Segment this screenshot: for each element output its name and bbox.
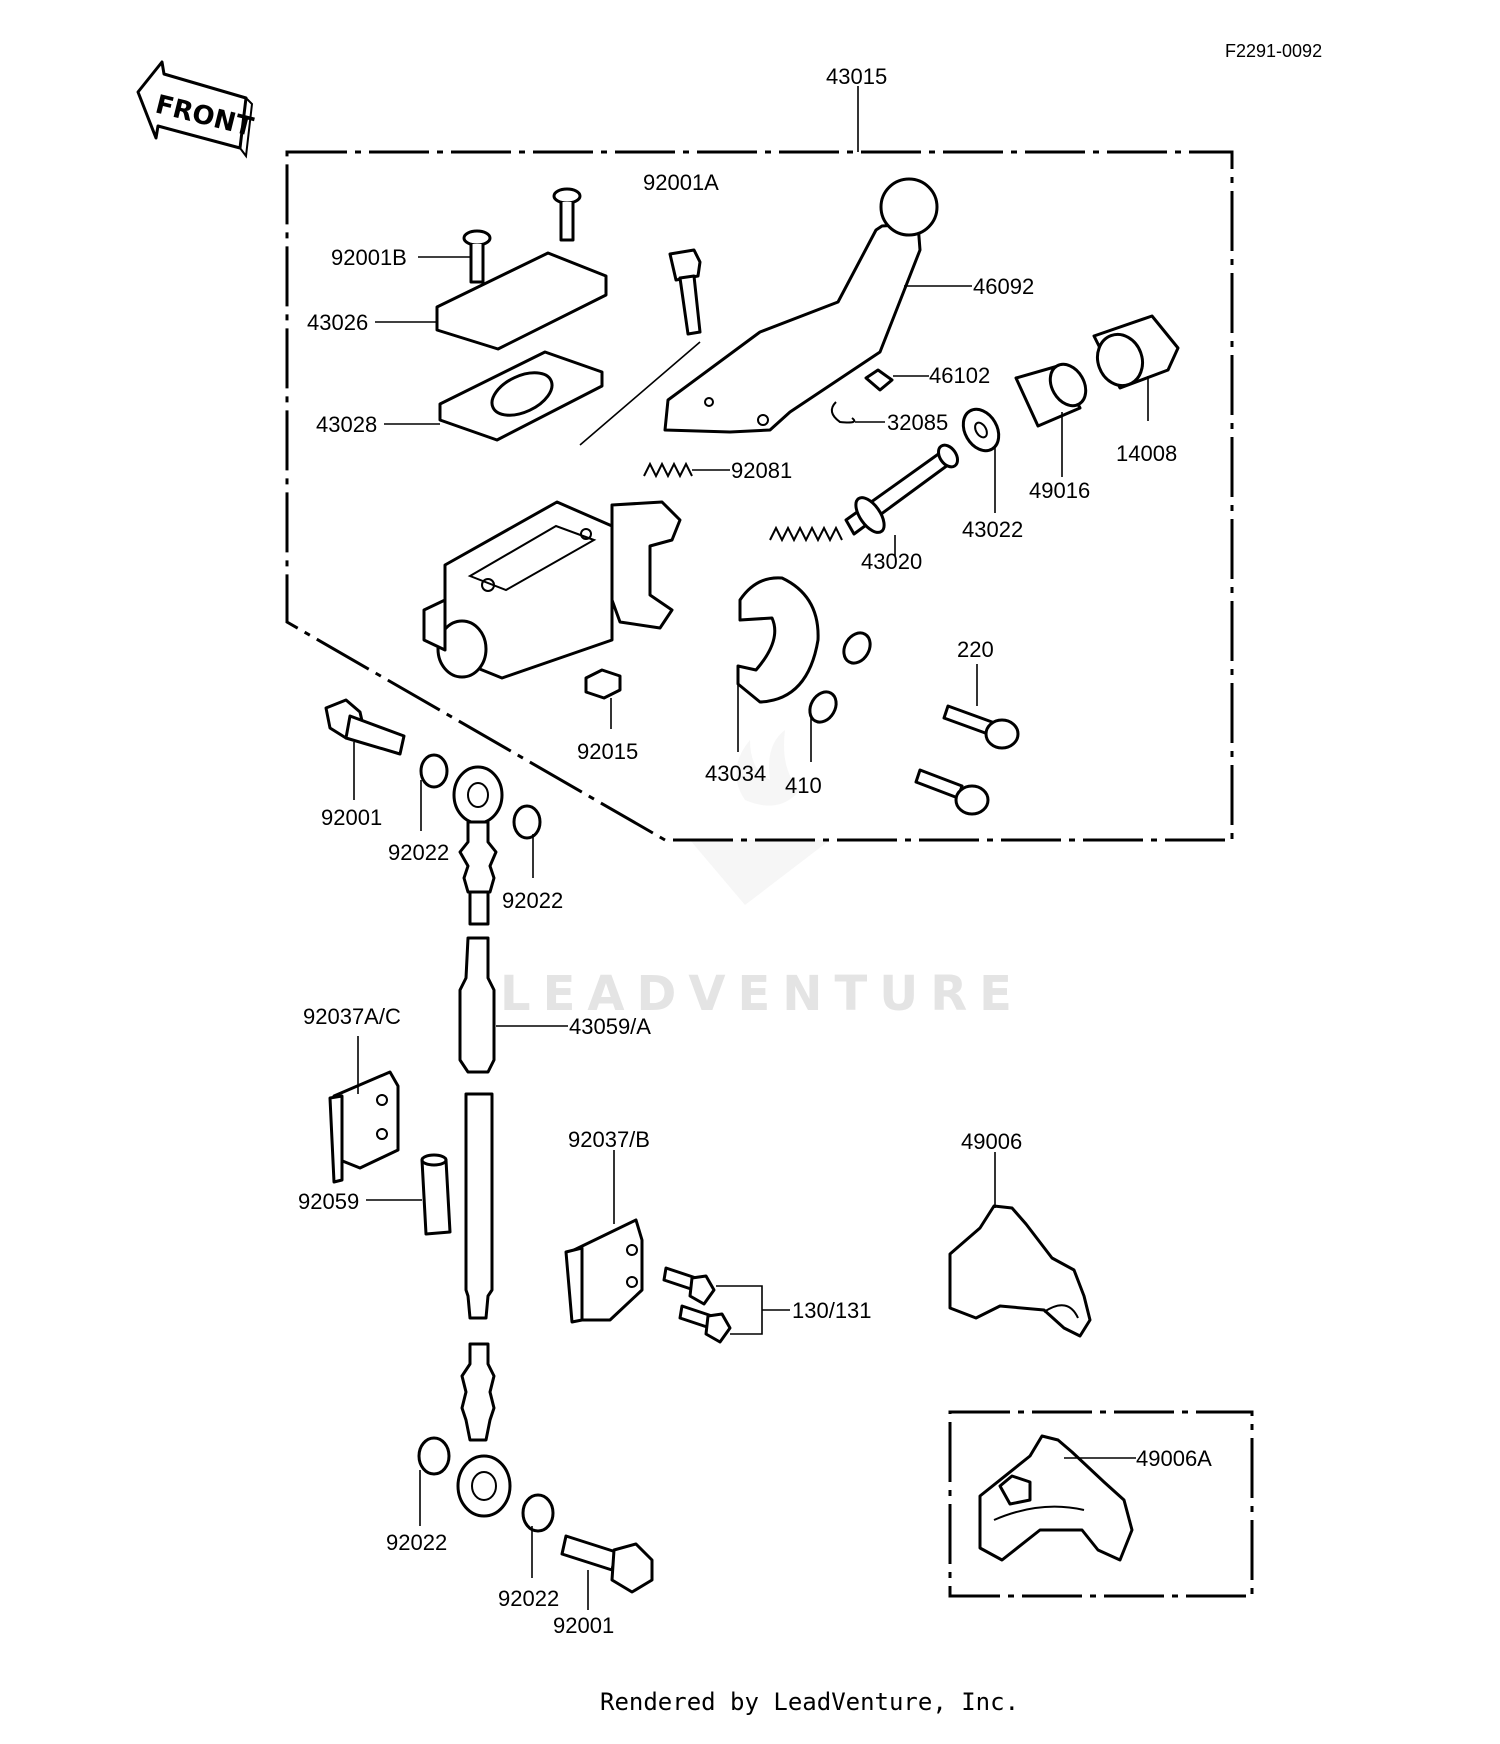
master-cylinder-body — [422, 500, 682, 680]
brake-hose-43059a — [452, 765, 512, 1518]
label-43059a: 43059/A — [569, 1014, 651, 1039]
label-49006a: 49006A — [1136, 1446, 1212, 1471]
diaphragm-43028 — [438, 350, 604, 442]
clamp-43034 — [736, 576, 820, 704]
label-92015: 92015 — [577, 739, 638, 764]
cover-49006a — [978, 1434, 1134, 1562]
clip-32085 — [830, 401, 856, 424]
inset-boundary — [948, 1410, 1254, 1598]
label-49006: 49006 — [961, 1129, 1022, 1154]
reservoir-cap-43026 — [435, 251, 608, 351]
label-92001-top: 92001 — [321, 805, 382, 830]
label-410: 410 — [785, 773, 822, 798]
label-220: 220 — [957, 637, 994, 662]
assembly-boundary — [285, 150, 1234, 842]
label-92037ac: 92037A/C — [303, 1004, 401, 1029]
clamp-92037ac — [328, 1070, 400, 1184]
boot-49016 — [1014, 362, 1088, 428]
label-92081: 92081 — [731, 458, 792, 483]
label-92037b: 92037/B — [568, 1127, 650, 1152]
label-92022-a: 92022 — [388, 840, 449, 865]
bolt-130-131 — [662, 1266, 732, 1344]
figure-id: F2291-0092 — [1225, 41, 1322, 61]
cap-14008 — [1092, 314, 1180, 390]
label-46092: 46092 — [973, 274, 1034, 299]
label-46102: 46102 — [929, 363, 990, 388]
label-49016: 49016 — [1029, 478, 1090, 503]
washer-92022-c — [417, 1436, 451, 1476]
label-92001-bottom: 92001 — [553, 1613, 614, 1638]
front-arrow-icon: FRONT — [136, 60, 256, 159]
piston-43020 — [769, 443, 960, 543]
label-43028: 43028 — [316, 412, 377, 437]
label-92001a: 92001A — [643, 170, 719, 195]
label-92059: 92059 — [298, 1189, 359, 1214]
spring-92081 — [643, 461, 693, 479]
washer-92022-b — [512, 804, 542, 840]
label-43020: 43020 — [861, 549, 922, 574]
watermark-text: LEADVENTURE — [500, 966, 1024, 1022]
washer-410 — [808, 631, 872, 724]
label-32085: 32085 — [887, 410, 948, 435]
banjo-bolt-92001-bottom — [560, 1534, 654, 1594]
brake-lever-46092 — [663, 177, 939, 434]
screw-92001b — [462, 187, 582, 284]
pivot-bolt-92001a — [668, 248, 702, 336]
nut-92015 — [584, 668, 622, 700]
watermark-logo — [690, 730, 830, 905]
label-92022-d: 92022 — [498, 1586, 559, 1611]
label-92022-c: 92022 — [386, 1530, 447, 1555]
label-130-131: 130/131 — [792, 1298, 872, 1323]
washer-92022-a — [419, 753, 449, 789]
label-14008: 14008 — [1116, 441, 1177, 466]
label-43022: 43022 — [962, 517, 1023, 542]
bolt-220 — [914, 704, 1020, 816]
label-43015: 43015 — [826, 64, 887, 89]
label-92022-b: 92022 — [502, 888, 563, 913]
banjo-bolt-92001-top — [324, 698, 406, 756]
screw-46102 — [864, 368, 894, 392]
label-43034: 43034 — [705, 761, 766, 786]
label-43026: 43026 — [307, 310, 368, 335]
clamp-92037b — [564, 1218, 644, 1324]
cover-49006 — [948, 1204, 1092, 1338]
footer-credit: Rendered by LeadVenture, Inc. — [600, 1688, 1019, 1716]
washer-92022-d — [521, 1493, 555, 1533]
label-92001b: 92001B — [331, 245, 407, 270]
sleeve-92059 — [420, 1153, 452, 1236]
washer-43022 — [961, 407, 1001, 453]
